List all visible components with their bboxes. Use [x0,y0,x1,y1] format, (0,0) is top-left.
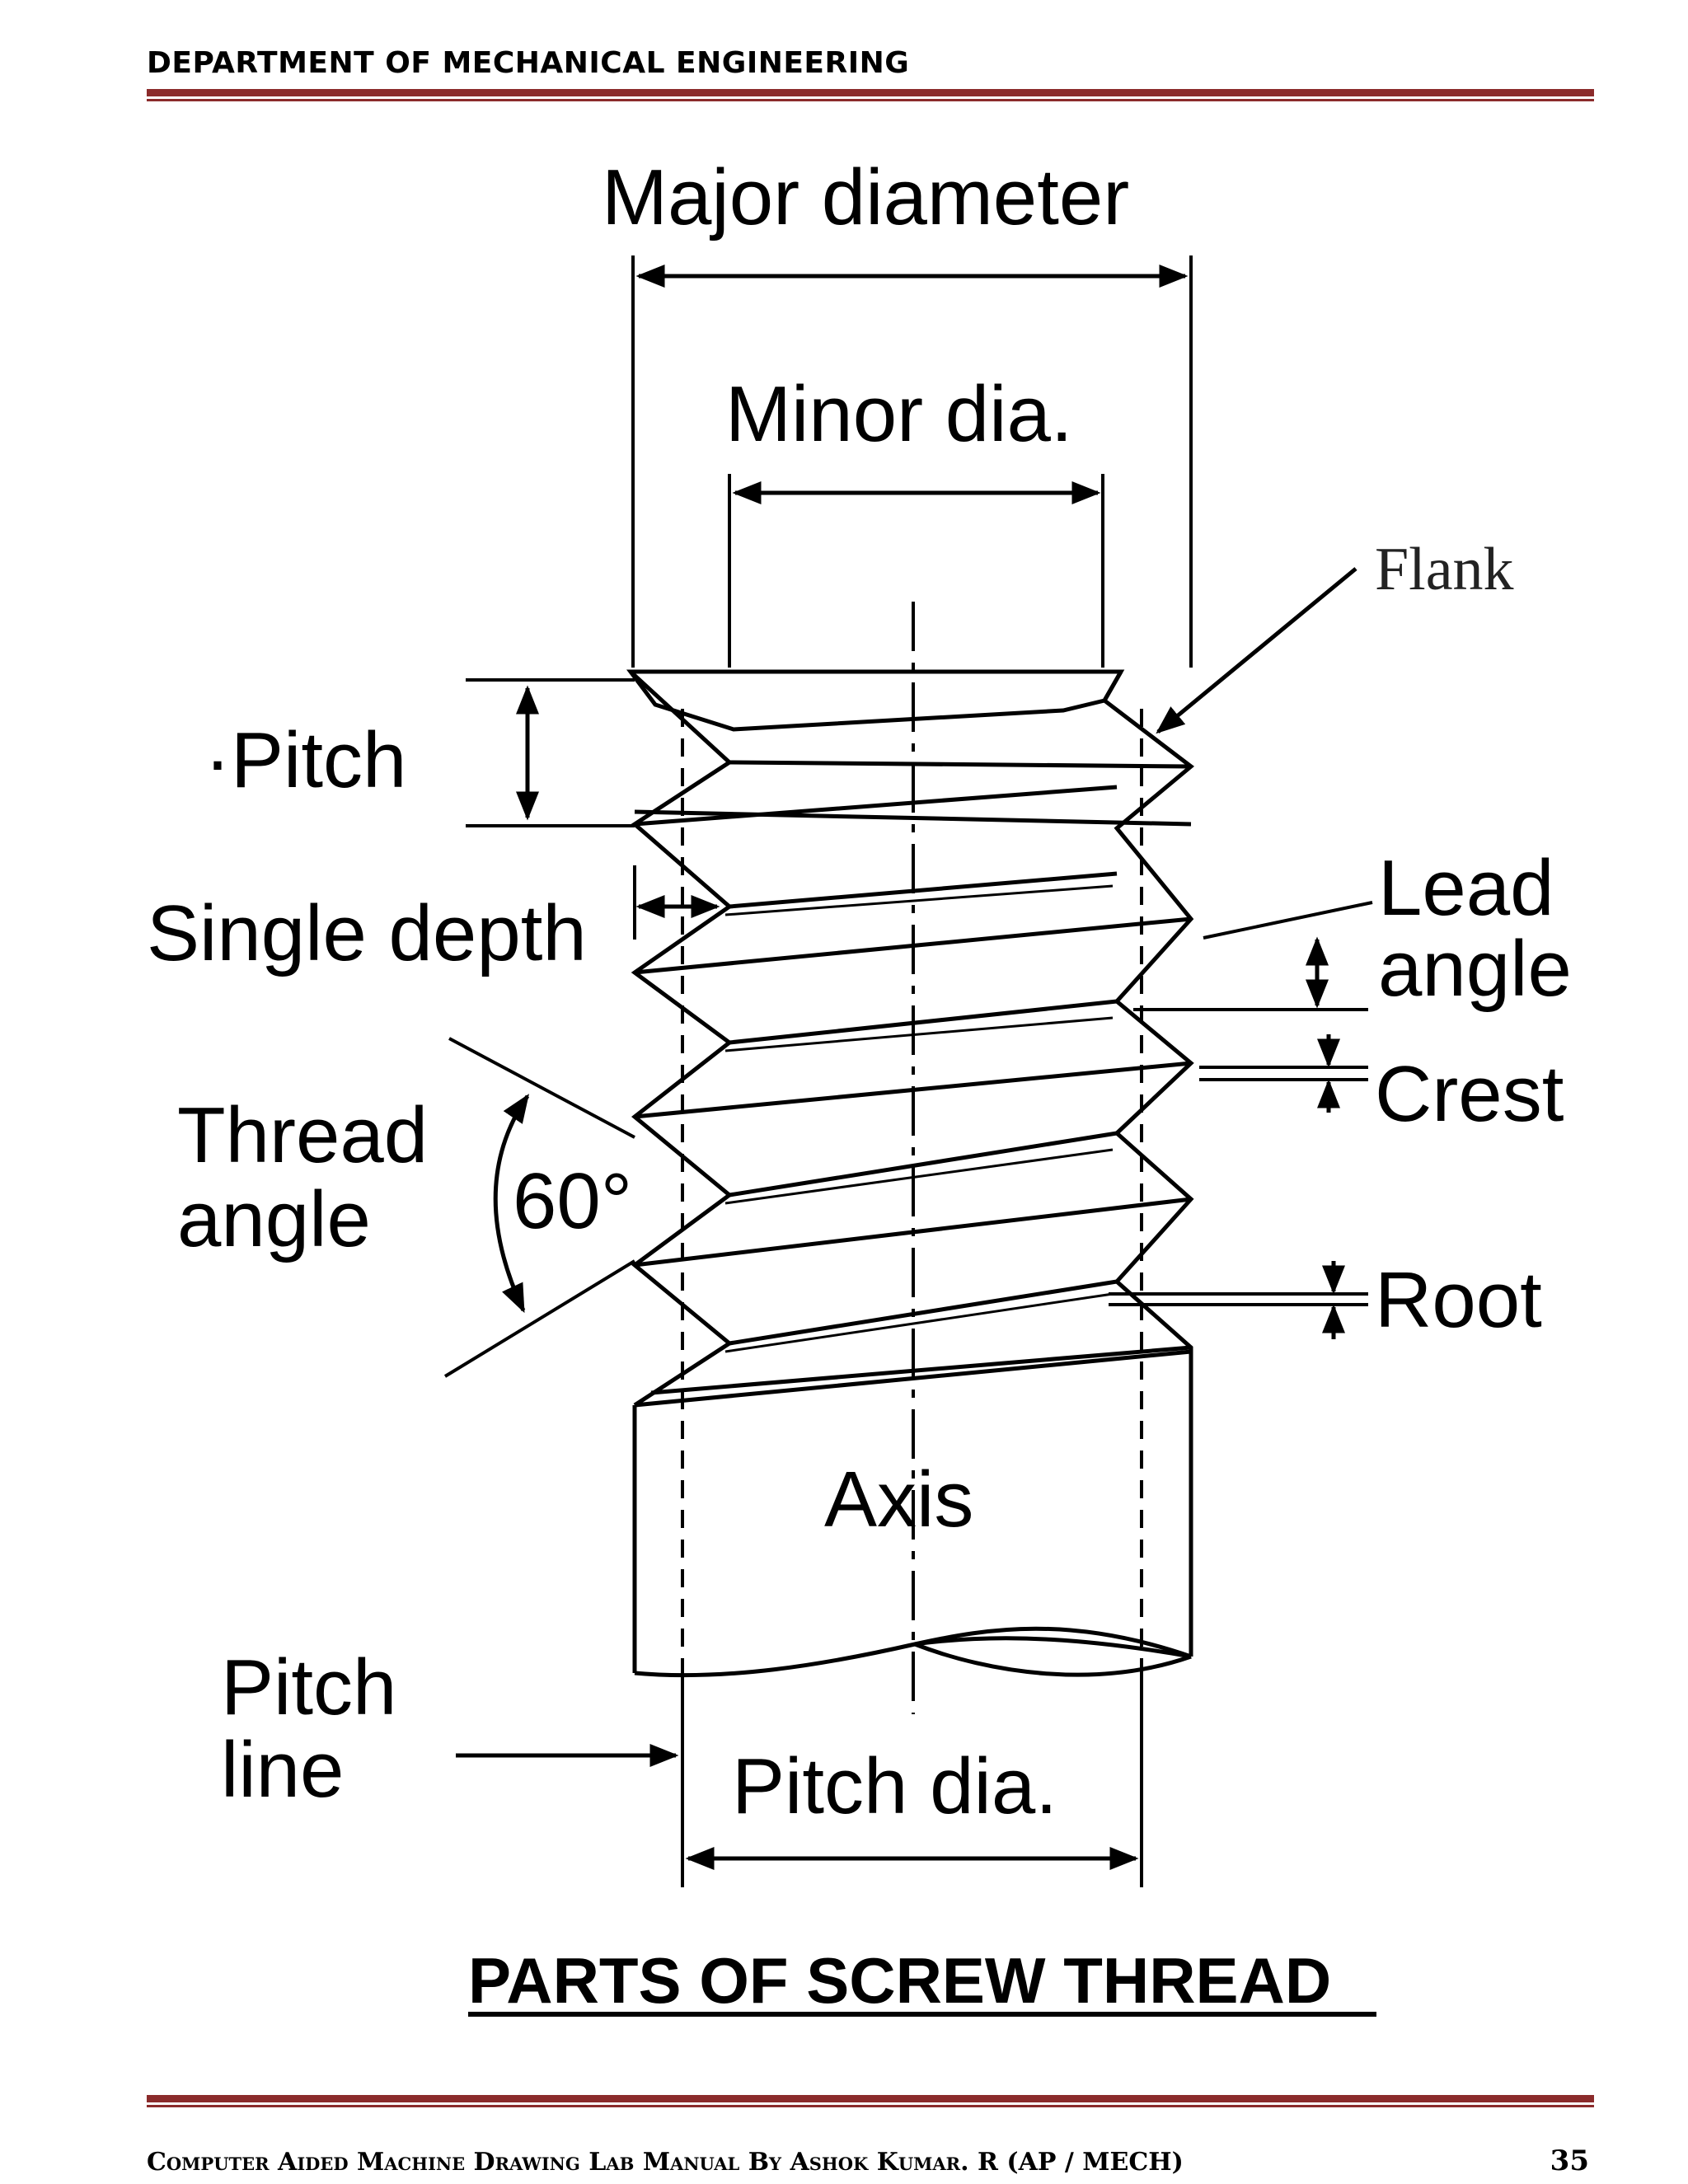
label-lead-angle: angle [1378,925,1572,1013]
label-pitch-line-1: Pitch [221,1643,396,1732]
label-pitch-line-2: line [221,1726,344,1814]
label-single-depth: Single depth [147,889,587,977]
footer-rule-thin [147,2105,1594,2107]
label-root: Root [1375,1256,1542,1344]
label-axis: Axis [824,1455,973,1544]
dimension-arrows [456,265,1357,1870]
label-crest: Crest [1375,1050,1564,1138]
header-rule-thin [147,99,1594,101]
label-minor-dia: Minor dia. [725,370,1073,458]
header-rule [147,89,1594,96]
department-header: DEPARTMENT OF MECHANICAL ENGINEERING [147,46,910,80]
label-pitch-dia: Pitch dia. [732,1742,1057,1830]
label-major-diameter: Major diameter [602,153,1129,241]
footer-rule [147,2095,1594,2102]
label-thread: Thread [177,1091,428,1179]
footer-text: Computer Aided Machine Drawing Lab Manua… [147,2148,1184,2177]
extension-lines [443,255,1373,1887]
label-thread-angle: angle [177,1175,371,1263]
label-pitch: ·Pitch [204,716,406,804]
diagram-caption: PARTS OF SCREW THREAD [468,1944,1331,2017]
label-lead: Lead [1378,844,1554,932]
label-flank: Flank [1375,536,1514,603]
page-number: 35 [1550,2144,1589,2177]
label-sixty-degrees: 60° [513,1157,632,1245]
